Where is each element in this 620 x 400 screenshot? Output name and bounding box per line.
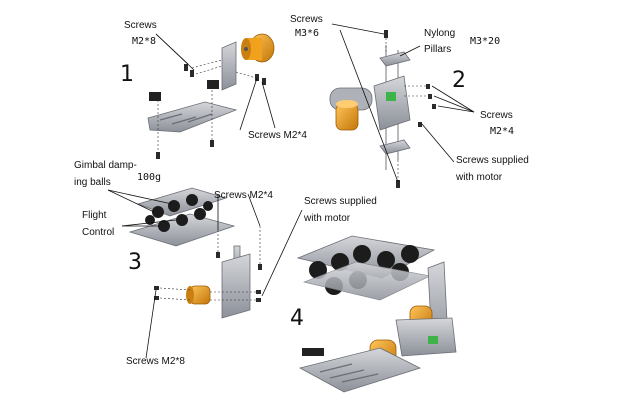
step4-camera-tray [298,347,422,393]
step1-motor [241,33,275,63]
step2-top-bracket [379,51,411,67]
step3-weight-label: 100g [137,172,162,183]
step2-pillars-size-label: M3*20 [470,36,501,47]
step2-arm-plate [373,75,411,131]
step2-sensor-board [386,92,396,101]
step3-lower-plate [128,213,236,247]
step3-damping-balls [145,194,213,232]
step3-motor-screws-label-1: Screws supplied [304,196,377,207]
step2-right-screws-label: Screws [480,110,513,121]
step2-bottom-bracket [379,139,411,155]
step4-sensor-board [428,336,438,344]
step4-tray-clip [302,348,324,356]
step2-screws-label: Screws [290,14,323,25]
step3-screws [154,252,262,302]
step3-gimbal-label-1: Gimbal damp- [74,160,137,171]
step2-nylong-label: Nylong [424,28,456,39]
step3-motor [186,285,211,305]
step3-motor-screws-label-2: with motor [304,213,351,224]
step3-bottom-screws-label: Screws M2*8 [126,356,185,367]
step1-screws-label: Screws [124,20,157,31]
step-number-4: 4 [290,306,304,331]
step4-l-bracket [395,317,457,357]
step-number-1: 1 [120,62,134,87]
step1-base-plate [147,101,238,133]
step2-motor-screws-label-1: Screws supplied [456,155,529,166]
step3-upper-plate [136,187,228,217]
step3-gimbal-label-2: ing balls [74,177,111,188]
step1-bracket-right [207,80,219,89]
step1-bracket-left [149,92,161,101]
step2-motor-screws-label-2: with motor [456,172,503,183]
step1-screws [156,64,266,159]
step3-screws-label: Screws M2*4 [214,190,273,201]
step-number-2: 2 [452,68,466,93]
step3-arm-plate [221,253,251,319]
step3-flight-label-2: Control [82,227,115,238]
step1-bottom-screws-label: Screws M2*4 [248,130,307,141]
step2-motor [335,100,359,131]
step1-arm-plate [221,41,237,91]
step3-assembly [107,187,303,359]
step1-assembly [147,33,276,159]
step3-flight-label-1: Flight [82,210,107,221]
step2-pillars-label: Pillars [424,44,452,55]
step4-assembly [296,235,457,393]
step2-right-screws-size-label: M2*4 [490,126,515,137]
step-number-3: 3 [128,250,142,275]
step2-screws [384,30,436,188]
step1-screws-size-label: M2*8 [132,36,157,47]
step2-screws-size-label: M3*6 [295,28,320,39]
step2-assembly [329,23,475,188]
